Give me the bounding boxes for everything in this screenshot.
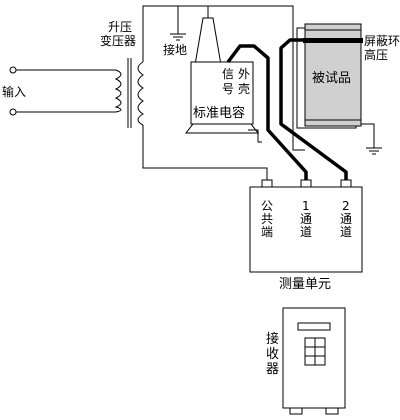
secondary-winding xyxy=(137,61,144,126)
receiver: 接 收 器 xyxy=(266,307,346,415)
test-object-label: 被试品 xyxy=(312,71,351,86)
test-object: 被试品 屏蔽环 高压 xyxy=(296,23,400,155)
receiver-label-3: 器 xyxy=(266,362,279,377)
ch2-number: 2 xyxy=(342,199,350,213)
capacitor-body xyxy=(190,61,254,125)
input-label: 输入 xyxy=(2,84,26,99)
common-label-1: 公 xyxy=(261,199,273,213)
standard-capacitor: 信 号 外 壳 标准电容 xyxy=(184,6,260,134)
ch2-label-1: 通 xyxy=(340,212,352,226)
transformer-label-line1: 升压 xyxy=(108,20,132,34)
receiver-label-1: 接 xyxy=(266,331,279,347)
connector-common xyxy=(261,179,273,188)
cable-channel-2 xyxy=(279,38,363,182)
transformer-label-line2: 变压器 xyxy=(100,33,136,48)
input-terminal-top xyxy=(9,66,17,74)
standard-capacitor-label: 标准电容 xyxy=(193,105,245,121)
receiver-foot-right xyxy=(325,407,339,415)
input-terminal-bottom xyxy=(9,108,17,116)
ground-label: 接地 xyxy=(163,42,187,57)
shell-label-2: 壳 xyxy=(238,82,250,96)
measurement-unit-box xyxy=(249,186,363,273)
primary-winding xyxy=(114,69,122,113)
measurement-unit: 公 共 端 1 通 道 2 通 道 测量单元 xyxy=(249,179,363,292)
ch1-label-1: 通 xyxy=(300,212,312,226)
ch2-label-2: 道 xyxy=(340,225,352,239)
signal-label-2: 号 xyxy=(222,82,234,96)
connector-channel-1 xyxy=(300,179,312,188)
capacitor-insulator xyxy=(194,17,222,66)
signal-cables xyxy=(226,38,363,182)
receiver-label-2: 收 xyxy=(266,347,279,362)
signal-label-1: 信 xyxy=(222,67,234,81)
connector-channel-2 xyxy=(340,179,352,188)
shield-ring-label: 屏蔽环 xyxy=(364,34,400,48)
high-voltage-label: 高压 xyxy=(364,47,388,62)
capacitor-base xyxy=(184,123,260,134)
step-up-transformer: 升压 变压器 xyxy=(100,20,144,128)
common-label-2: 共 xyxy=(261,212,273,226)
common-label-3: 端 xyxy=(261,225,273,239)
receiver-keypad xyxy=(304,337,326,366)
receiver-foot-left xyxy=(289,407,303,415)
input-terminals: 输入 xyxy=(2,66,116,116)
shell-label-1: 外 xyxy=(238,67,250,81)
ch1-label-2: 道 xyxy=(300,225,312,239)
ch1-number: 1 xyxy=(302,199,310,213)
receiver-display xyxy=(297,322,331,331)
common-wire xyxy=(142,125,268,182)
measurement-unit-label: 测量单元 xyxy=(279,277,331,292)
hv-bus xyxy=(142,5,305,151)
cable-channel-1 xyxy=(226,44,308,182)
ground-symbol: 接地 xyxy=(163,6,187,57)
